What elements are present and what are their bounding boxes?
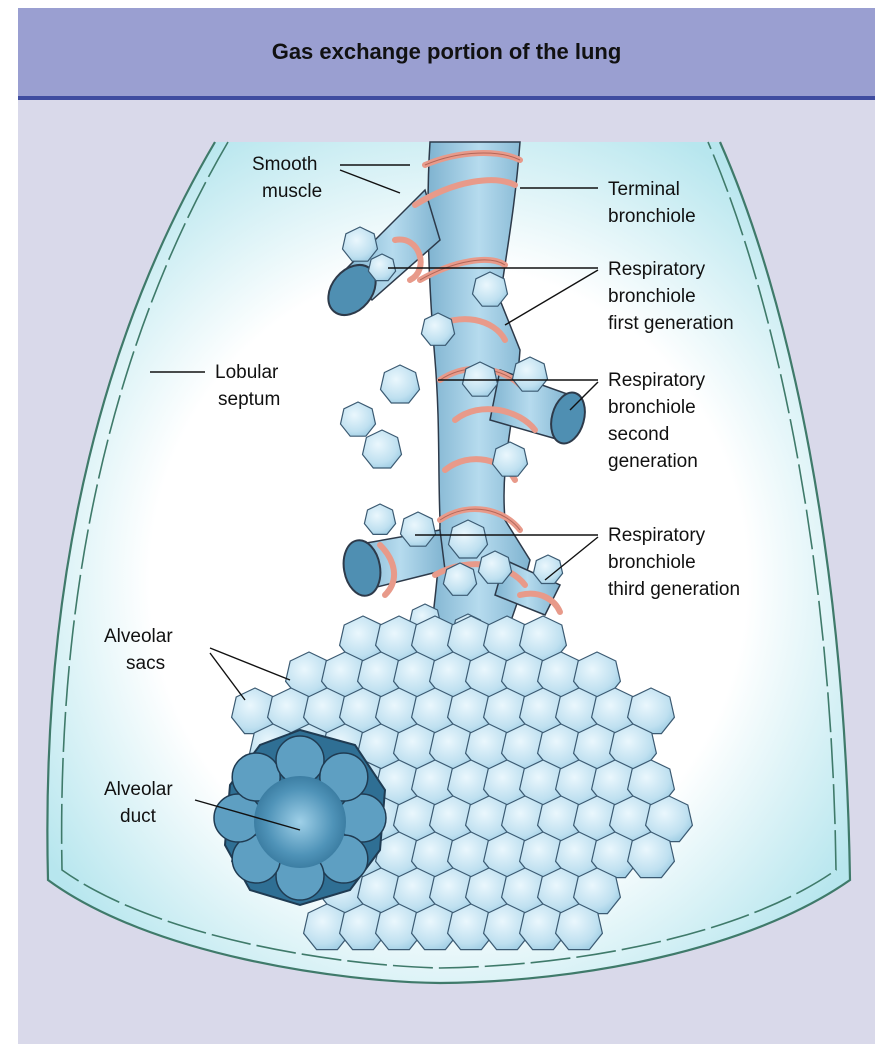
lung-diagram: Smooth muscle Terminal bronchiole Respir… [0,0,875,1044]
